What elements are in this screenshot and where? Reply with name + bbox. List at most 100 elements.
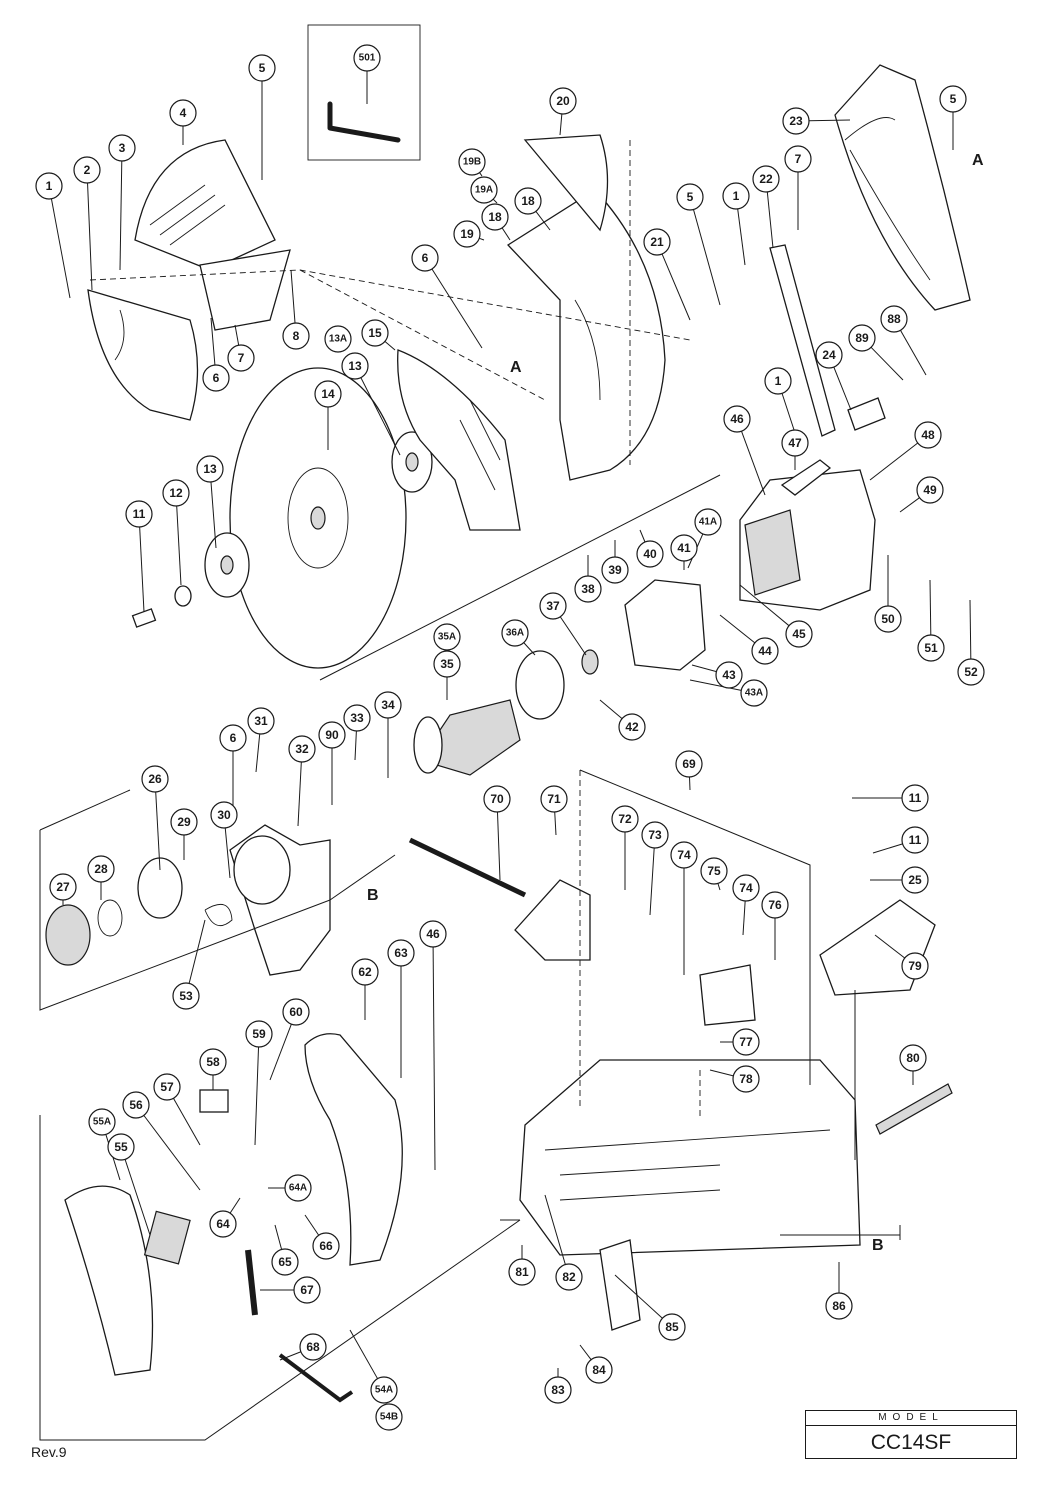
section-letter-b-right: B [872,1237,884,1254]
part-label-39: 39 [601,556,629,584]
part-label-55a: 55A [88,1108,116,1136]
svg-text:43: 43 [722,668,736,682]
leader-line-18 [535,211,551,231]
leader-line-55 [124,1159,151,1236]
part-label-80: 80 [899,1044,927,1072]
svg-text:55: 55 [114,1140,128,1154]
part-label-76: 76 [761,891,789,919]
leader-line-84 [579,1344,592,1360]
svg-text:7: 7 [238,351,245,365]
leader-line-51 [929,579,932,636]
part-label-45: 45 [785,620,813,648]
part-label-79: 79 [901,952,929,980]
svg-text:74: 74 [677,848,691,862]
svg-text:58: 58 [206,1055,220,1069]
leader-line-73 [649,847,655,916]
svg-text:67: 67 [300,1283,314,1297]
part-label-52: 52 [957,658,985,686]
leader-line-46 [432,946,436,1171]
svg-text:53: 53 [179,989,193,1003]
leader-line-15 [384,341,396,351]
part-label-6: 6 [219,724,247,752]
leader-line-44 [719,614,756,644]
part-label-54b: 54B [375,1403,403,1431]
part-label-43a: 43A [740,679,768,707]
part-label-55: 55 [107,1133,135,1161]
model-box: MODEL CC14SF [805,1410,1017,1459]
svg-text:76: 76 [768,898,782,912]
leader-line-5 [692,209,721,306]
part-label-86: 86 [825,1292,853,1320]
leader-line-60 [269,1023,292,1081]
svg-text:71: 71 [547,792,561,806]
svg-text:20: 20 [556,94,570,108]
part-label-54a: 54A [370,1376,398,1404]
part-label-90: 90 [318,721,346,749]
leader-line-70 [496,811,501,881]
svg-text:5: 5 [950,92,957,106]
wheel-guard-left [87,289,199,421]
svg-text:78: 78 [739,1072,753,1086]
leader-line-45 [739,584,790,627]
svg-text:32: 32 [295,742,309,756]
revision-note: Rev.9 [31,1444,67,1460]
svg-text:41: 41 [677,541,691,555]
part-label-26: 26 [141,765,169,793]
part-label-11: 11 [901,826,929,854]
leader-line-33 [354,730,357,761]
part-label-13a: 13A [324,325,352,353]
svg-text:24: 24 [822,348,836,362]
part-label-67: 67 [293,1276,321,1304]
svg-text:74: 74 [739,881,753,895]
svg-text:86: 86 [832,1299,846,1313]
leader-line-48 [869,442,919,481]
part-label-21: 21 [643,228,671,256]
svg-text:1: 1 [46,179,53,193]
leader-line-20 [559,113,563,136]
svg-text:54B: 54B [380,1412,398,1423]
svg-text:2: 2 [84,163,91,177]
part-label-75: 75 [700,857,728,885]
svg-text:13A: 13A [329,334,347,345]
stator [624,579,706,671]
part-label-35a: 35A [433,623,461,651]
hex-key-box [307,24,421,161]
leader-line-31 [255,733,261,773]
svg-text:85: 85 [665,1320,679,1334]
svg-text:501: 501 [359,53,376,64]
svg-text:80: 80 [906,1051,920,1065]
leader-line-71 [554,811,557,836]
part-label-41: 41 [670,534,698,562]
part-label-18: 18 [514,187,542,215]
leader-line-74 [742,900,746,936]
guard-link [769,244,836,437]
part-label-44: 44 [751,637,779,665]
svg-text:5: 5 [687,190,694,204]
svg-text:26: 26 [148,772,162,786]
svg-text:46: 46 [426,927,440,941]
hex-key [327,101,401,143]
svg-text:34: 34 [381,698,395,712]
part-label-58: 58 [199,1048,227,1076]
svg-text:59: 59 [252,1027,266,1041]
part-label-74: 74 [670,841,698,869]
part-label-59: 59 [245,1020,273,1048]
part-label-37: 37 [539,592,567,620]
svg-text:23: 23 [789,114,803,128]
svg-text:62: 62 [358,965,372,979]
leader-line-19a [492,198,498,204]
leader-line-85 [614,1274,663,1319]
svg-text:84: 84 [592,1363,606,1377]
part-label-14: 14 [314,380,342,408]
svg-text:1: 1 [775,374,782,388]
part-label-49: 49 [916,476,944,504]
part-label-77: 77 [732,1028,760,1056]
svg-text:73: 73 [648,828,662,842]
leader-line-22 [766,191,774,249]
part-label-68: 68 [299,1333,327,1361]
leader-line-12 [176,505,182,586]
part-label-27: 27 [49,873,77,901]
part-label-1: 1 [764,367,792,395]
